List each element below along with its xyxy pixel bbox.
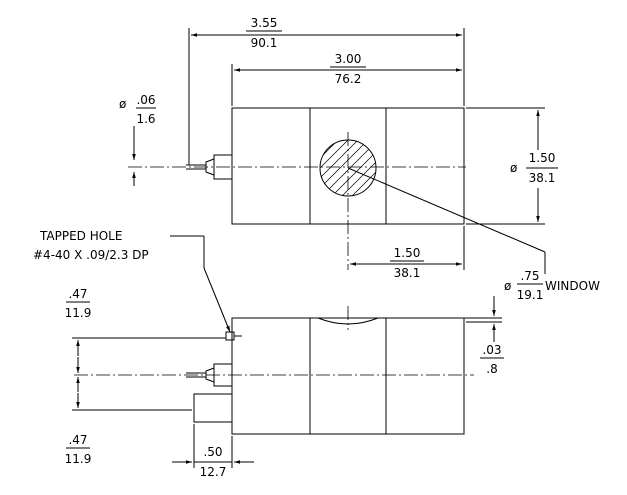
dim-bottom-offset-mm: 11.9: [65, 452, 92, 466]
dim-bottom-offset: .47 11.9: [65, 377, 192, 466]
dim-step-mm: .8: [486, 362, 497, 376]
dim-top-offset: .47 11.9: [65, 287, 226, 373]
dim-flange-inch: .50: [203, 445, 222, 459]
dim-step-inch: .03: [482, 343, 501, 357]
dim-body-length: 3.00 76.2: [231, 52, 465, 106]
dim-window-diameter: ø .75 19.1 WINDOW: [347, 167, 600, 302]
window-hatch: [320, 140, 376, 196]
dim-window-diameter-inch: .75: [520, 269, 539, 283]
side-flange: [193, 393, 233, 423]
dim-shaft-diameter-mm: 1.6: [136, 112, 155, 126]
dim-window-diameter-symbol: ø: [504, 279, 511, 293]
dim-step: .03 .8: [386, 296, 504, 376]
dim-body-length-inch: 3.00: [335, 52, 362, 66]
dim-flange-mm: 12.7: [200, 465, 227, 479]
dim-body-diameter: ø 1.50 38.1: [466, 107, 558, 225]
note-tapped-hole-line2: #4-40 X .09/2.3 DP: [33, 248, 149, 262]
dim-top-offset-mm: 11.9: [65, 306, 92, 320]
dim-overall-length: 3.55 90.1: [188, 16, 465, 165]
side-tapped-hole: [225, 331, 235, 341]
dim-body-diameter-mm: 38.1: [529, 171, 556, 185]
dim-overall-length-inch: 3.55: [251, 16, 278, 30]
dim-window-diameter-label: WINDOW: [545, 279, 600, 293]
dim-shaft-diameter-symbol: ø: [119, 97, 126, 111]
note-tapped-hole: TAPPED HOLE #4-40 X .09/2.3 DP: [33, 229, 231, 333]
dim-body-length-mm: 76.2: [335, 72, 362, 86]
side-view: [74, 306, 474, 435]
dim-body-diameter-symbol: ø: [510, 161, 517, 175]
dim-window-diameter-mm: 19.1: [517, 288, 544, 302]
dim-body-diameter-inch: 1.50: [529, 151, 556, 165]
side-body-outline: [231, 317, 465, 435]
top-connector: [213, 154, 233, 180]
dim-window-position: 1.50 38.1: [350, 226, 465, 280]
dim-flange: .50 12.7: [172, 424, 254, 479]
dim-top-offset-inch: .47: [68, 287, 87, 301]
dim-bottom-offset-inch: .47: [68, 433, 87, 447]
dim-window-position-mm: 38.1: [394, 266, 421, 280]
dim-window-position-inch: 1.50: [394, 246, 421, 260]
note-tapped-hole-line1: TAPPED HOLE: [39, 229, 122, 243]
dim-shaft-diameter-inch: .06: [136, 93, 155, 107]
dim-shaft-diameter: ø .06 1.6: [119, 93, 156, 186]
dim-overall-length-mm: 90.1: [251, 36, 278, 50]
